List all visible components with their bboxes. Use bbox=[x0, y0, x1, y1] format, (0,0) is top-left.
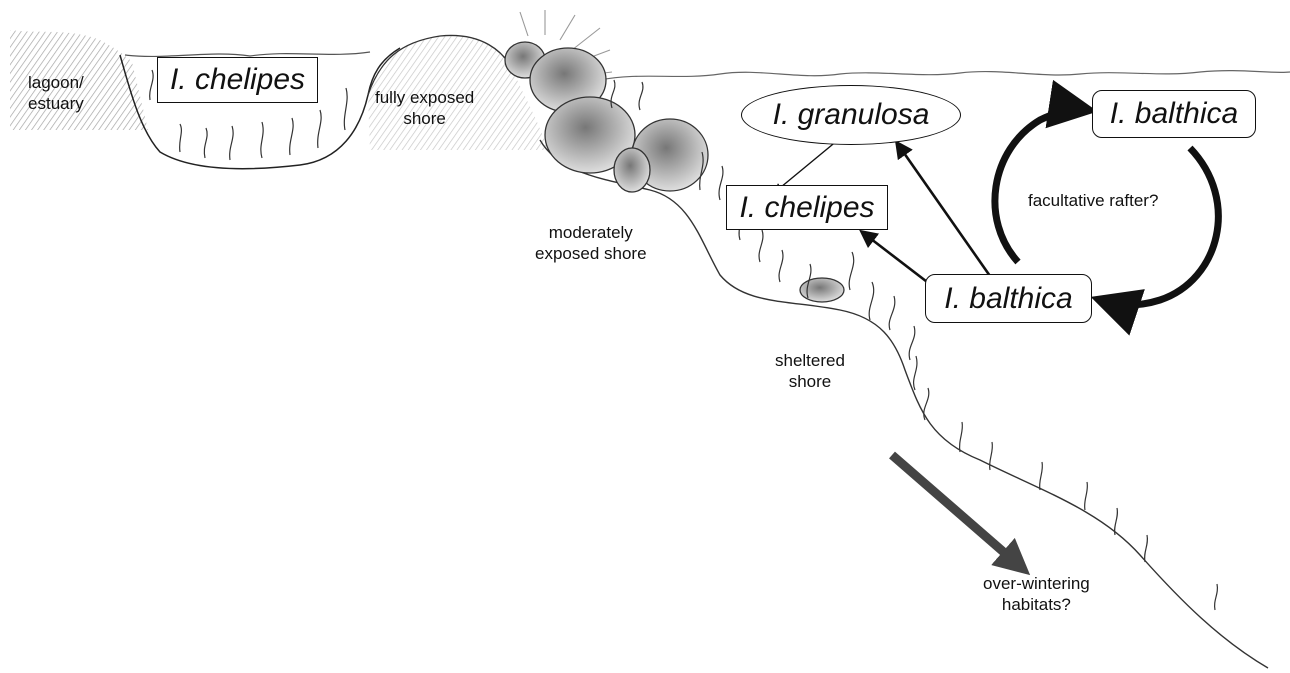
water-surface bbox=[600, 71, 1290, 80]
cycle-arrow-up bbox=[995, 109, 1088, 262]
label-sheltered: sheltered shore bbox=[775, 350, 845, 392]
species-box-balthica-top: I. balthica bbox=[1092, 90, 1256, 138]
species-box-lagoon-chelipes: I. chelipes bbox=[157, 57, 318, 103]
species-box-granulosa: I. granulosa bbox=[741, 85, 961, 145]
seafloor-profile bbox=[540, 140, 1268, 668]
label-overwintering: over-wintering habitats? bbox=[983, 573, 1090, 615]
label-facultative-rafter: facultative rafter? bbox=[1028, 190, 1158, 211]
arrow-overwintering bbox=[892, 455, 1022, 568]
arrow-balthica-to-chelipes bbox=[862, 232, 935, 288]
label-moderately-exposed: moderately exposed shore bbox=[535, 222, 647, 264]
arrow-balthica-to-granulosa bbox=[897, 143, 990, 276]
species-box-balthica-main: I. balthica bbox=[925, 274, 1092, 323]
label-lagoon: lagoon/ estuary bbox=[28, 72, 84, 114]
cycle-arrow-down bbox=[1100, 148, 1218, 305]
species-box-chelipes: I. chelipes bbox=[726, 185, 888, 230]
label-fully-exposed: fully exposed shore bbox=[375, 87, 474, 129]
